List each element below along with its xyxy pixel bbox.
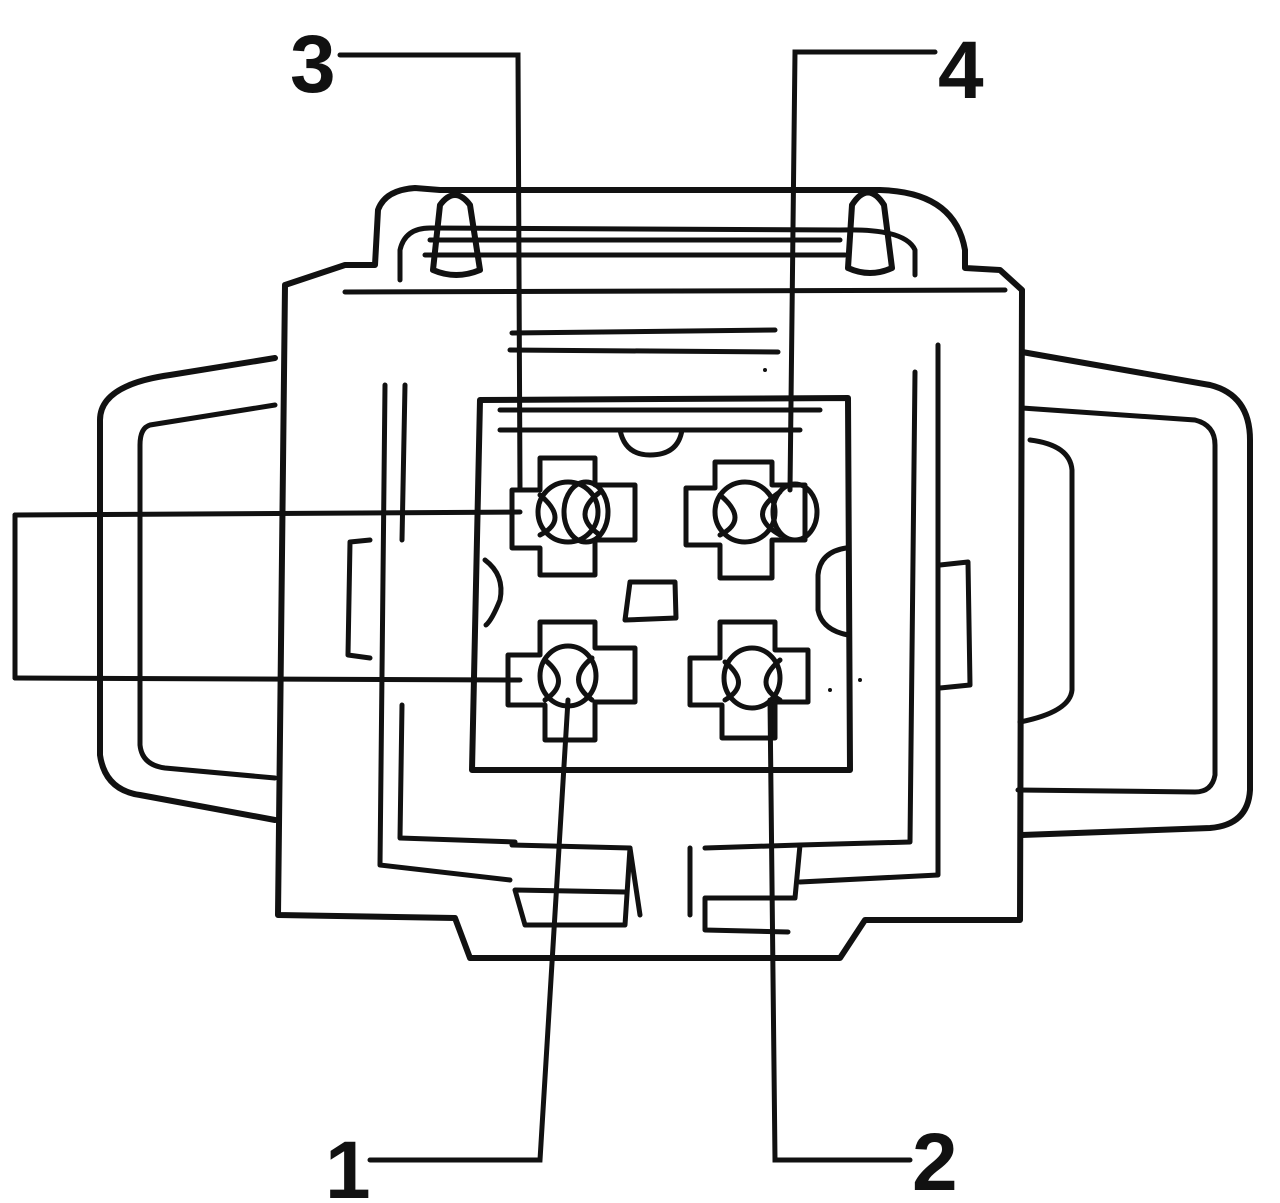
pin-leader-lines [337, 49, 938, 1163]
left-plug-tab [12, 509, 523, 683]
center-key-square [622, 579, 679, 623]
speck [763, 368, 767, 372]
header-bar-1 [509, 327, 778, 336]
channel-right-outer [797, 342, 941, 885]
center-slot [627, 845, 693, 918]
pin-3-cavity [509, 455, 638, 578]
inner-channels [345, 342, 941, 935]
pin-2-cavity [687, 619, 811, 741]
face-bump-left [482, 557, 504, 628]
pin-2-leader [767, 697, 913, 1163]
pin-1-label: 1 [325, 1125, 371, 1203]
contact-face [469, 395, 853, 773]
left-side-notch [345, 537, 373, 661]
wing-right-slot [937, 559, 973, 691]
channel-right-inner [797, 369, 918, 848]
pin-1-leader [367, 697, 571, 1163]
connector-housing [275, 185, 1025, 961]
face-bump-right [815, 545, 851, 638]
key-block-left [509, 842, 633, 928]
key-block-right [702, 842, 803, 935]
pin-4-leader [787, 49, 938, 493]
housing-top-ridge [342, 287, 1008, 295]
pin-2-label: 2 [912, 1117, 958, 1203]
pin-cavities [505, 455, 820, 743]
contact-face-outline [469, 395, 853, 773]
speck [828, 688, 832, 692]
channel-left-outer [377, 382, 513, 883]
pin-4-label: 4 [938, 25, 984, 116]
housing-outline [275, 185, 1025, 961]
header-bar-2 [507, 347, 781, 355]
pin-1-cavity [505, 619, 638, 743]
wing-left-inner [137, 402, 278, 781]
pin-labels: 3 4 1 2 [290, 19, 984, 1203]
side-wings [97, 349, 1253, 838]
wing-right-outer [1019, 349, 1253, 838]
pin-4-cavity [683, 459, 820, 581]
wing-right-tab [1017, 437, 1075, 725]
pin-3-leader [337, 52, 523, 493]
latch-post-right [845, 189, 895, 276]
wing-left-outer [97, 355, 278, 823]
polarizing-key [617, 427, 685, 458]
latch-frame [397, 225, 918, 283]
speck [858, 678, 862, 682]
channel-left-inner [397, 382, 518, 845]
pin-3-label: 3 [290, 19, 336, 110]
plug-tab-bottom-edge [12, 675, 523, 683]
latch-post-left [430, 192, 483, 278]
plug-tab-top-edge [12, 509, 523, 518]
wing-right-inner [1015, 405, 1218, 795]
